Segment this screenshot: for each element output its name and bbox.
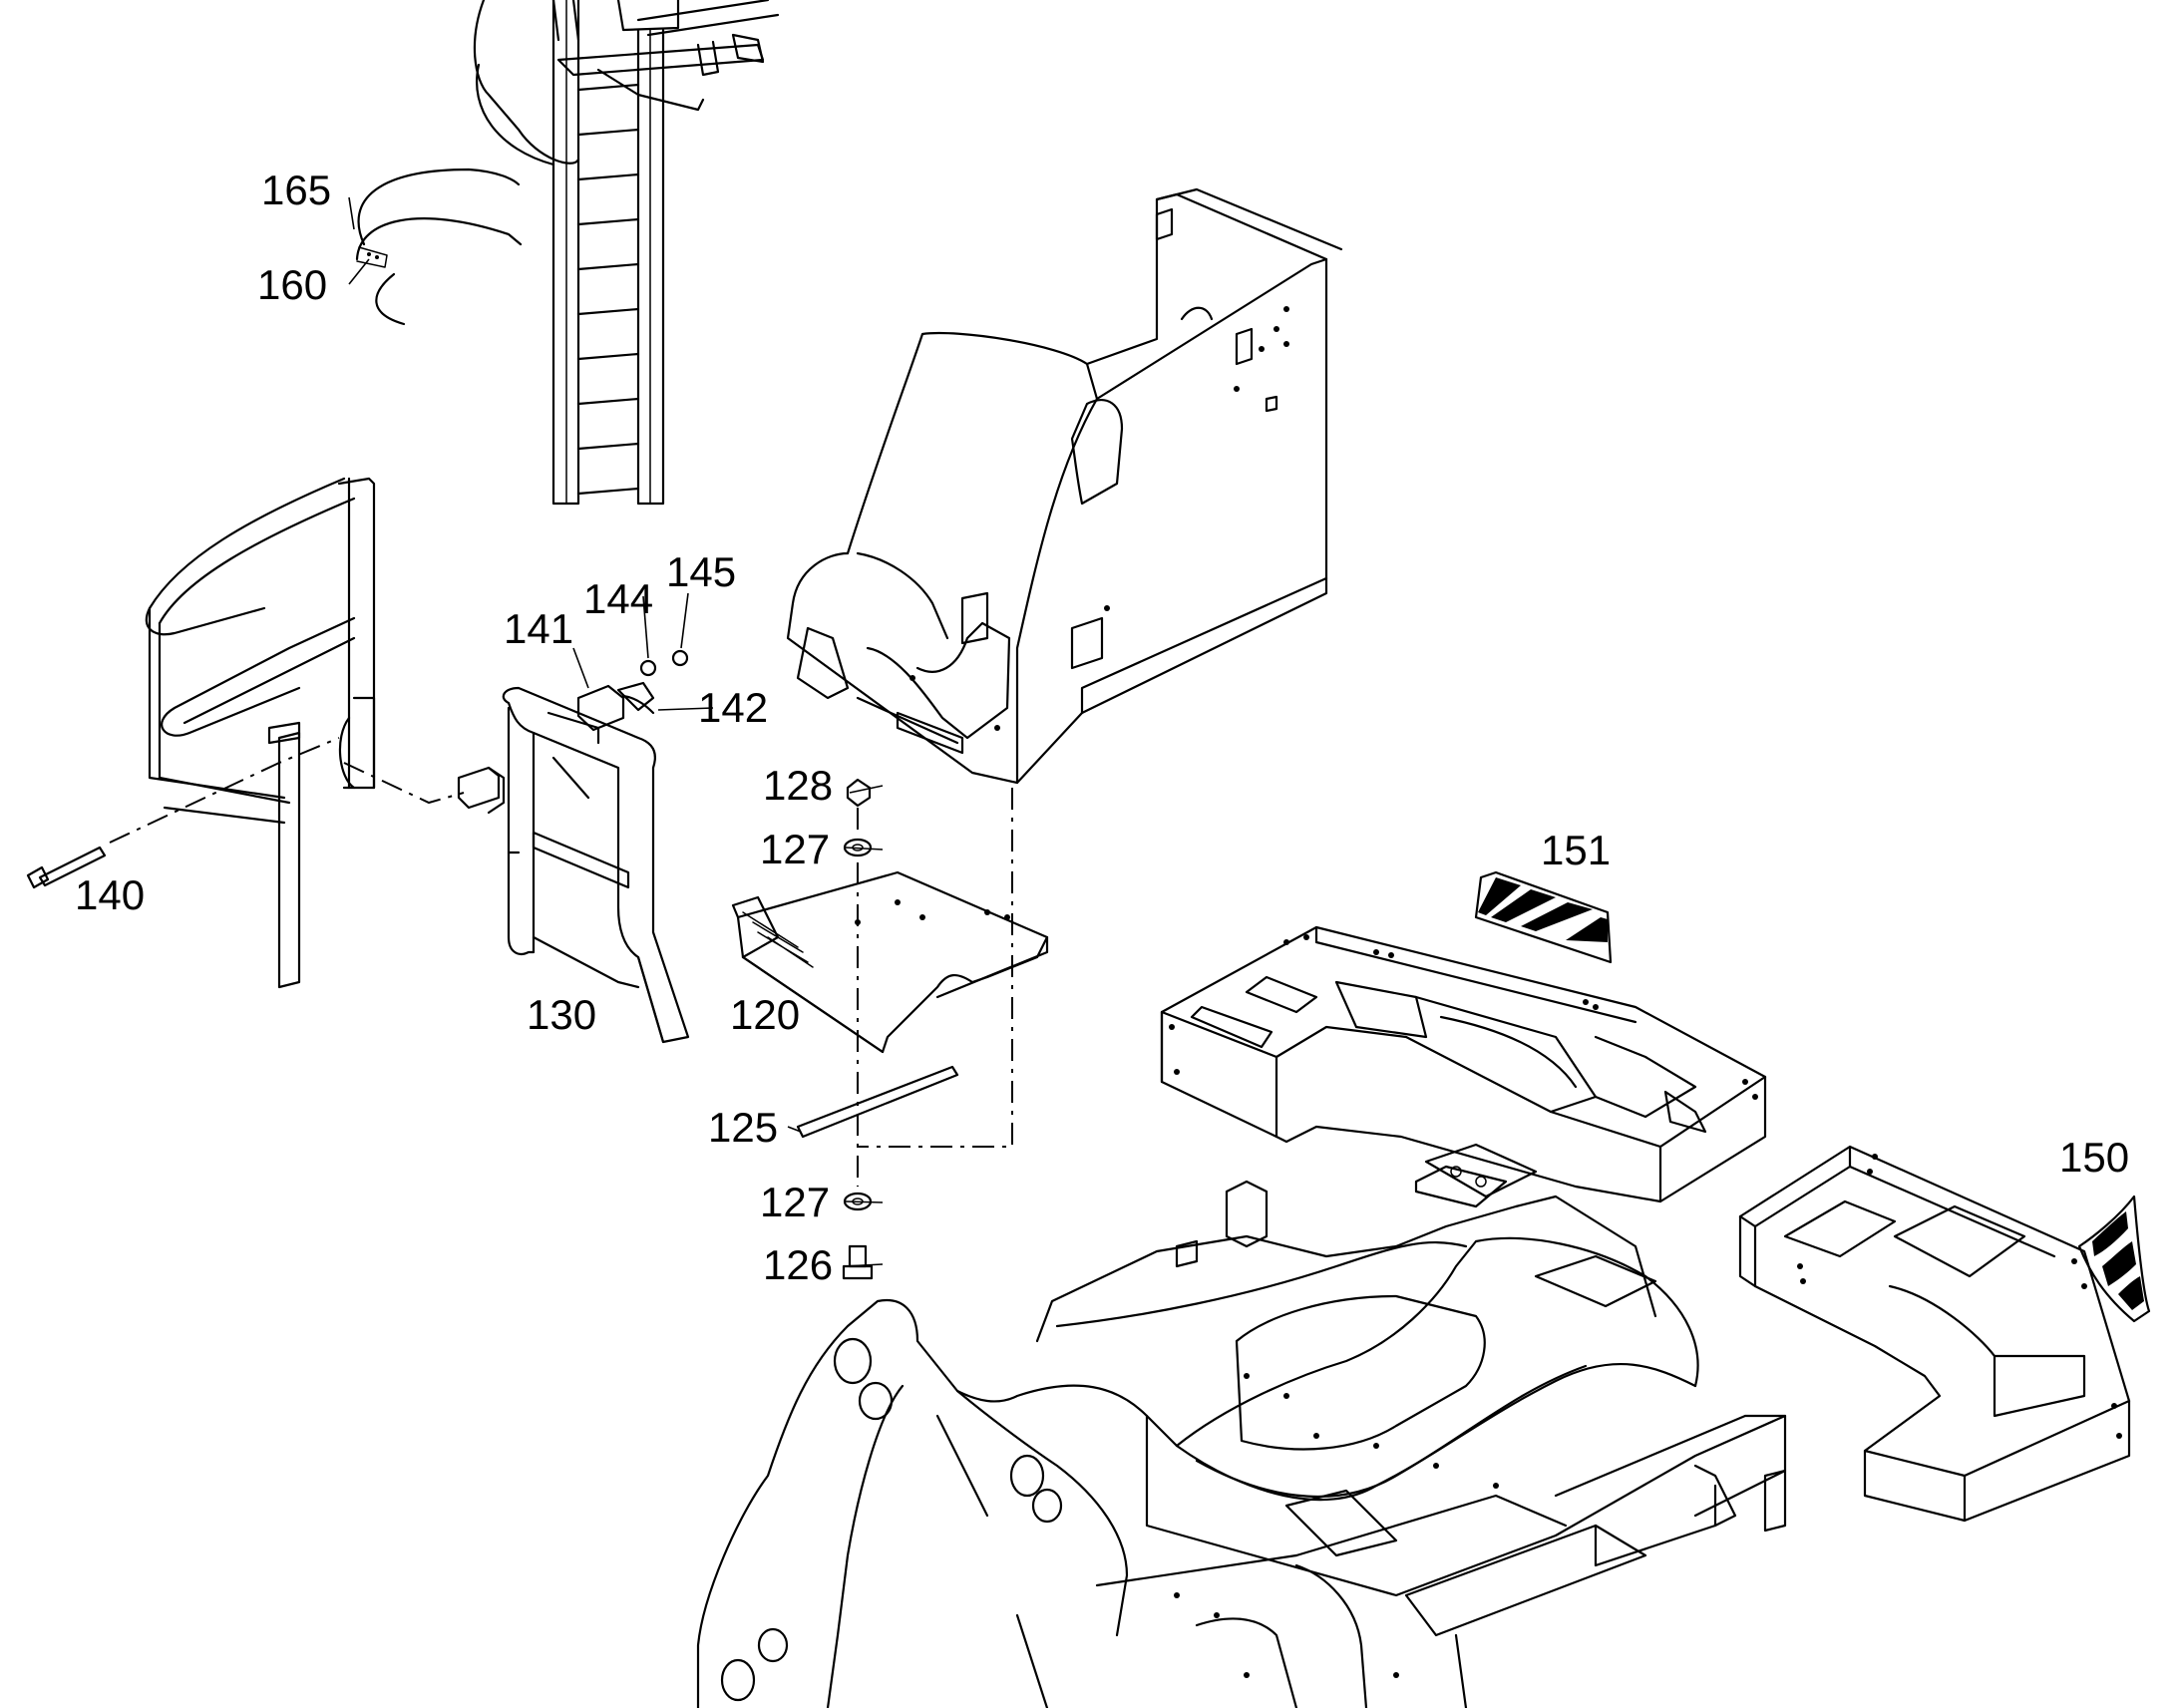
callout-125: 125 xyxy=(708,1104,778,1151)
counterweight-frame-rear xyxy=(1738,1145,2131,1523)
callout-142: 142 xyxy=(698,684,768,731)
hinge-block-icon xyxy=(343,649,689,815)
leader-lines xyxy=(348,196,884,1267)
callout-150: 150 xyxy=(2059,1134,2129,1181)
guard-frame-icon xyxy=(502,686,690,1044)
bolt-icon xyxy=(26,737,340,889)
callout-127-lower: 127 xyxy=(760,1179,830,1225)
band-clamp-icon xyxy=(355,168,523,326)
callout-151: 151 xyxy=(1541,827,1611,873)
callout-128: 128 xyxy=(763,762,833,809)
hazard-stripe-icon xyxy=(2077,1195,2151,1323)
cab-mount-icon xyxy=(786,187,1343,785)
counterweight-frame-front xyxy=(1160,925,1767,1203)
callout-141: 141 xyxy=(504,605,573,652)
callout-labels: 165 160 145 144 141 142 140 128 127 151 … xyxy=(75,167,2129,1288)
handrail-icon xyxy=(145,477,376,989)
strip-plate-icon xyxy=(796,1065,959,1139)
callout-144: 144 xyxy=(583,575,653,622)
callout-145: 145 xyxy=(666,548,736,595)
plate-icon xyxy=(731,870,1049,1054)
callout-130: 130 xyxy=(527,991,596,1038)
callout-160: 160 xyxy=(257,261,327,308)
hazard-stripe-icon xyxy=(1474,870,1613,964)
chassis-icon xyxy=(696,1143,1787,1708)
callout-120: 120 xyxy=(730,991,800,1038)
callout-126: 126 xyxy=(763,1241,833,1288)
ladder-icon xyxy=(473,0,780,506)
callout-140: 140 xyxy=(75,871,145,918)
fastener-stack-icon xyxy=(842,778,1013,1280)
callout-165: 165 xyxy=(261,167,331,213)
callout-127: 127 xyxy=(760,826,830,872)
